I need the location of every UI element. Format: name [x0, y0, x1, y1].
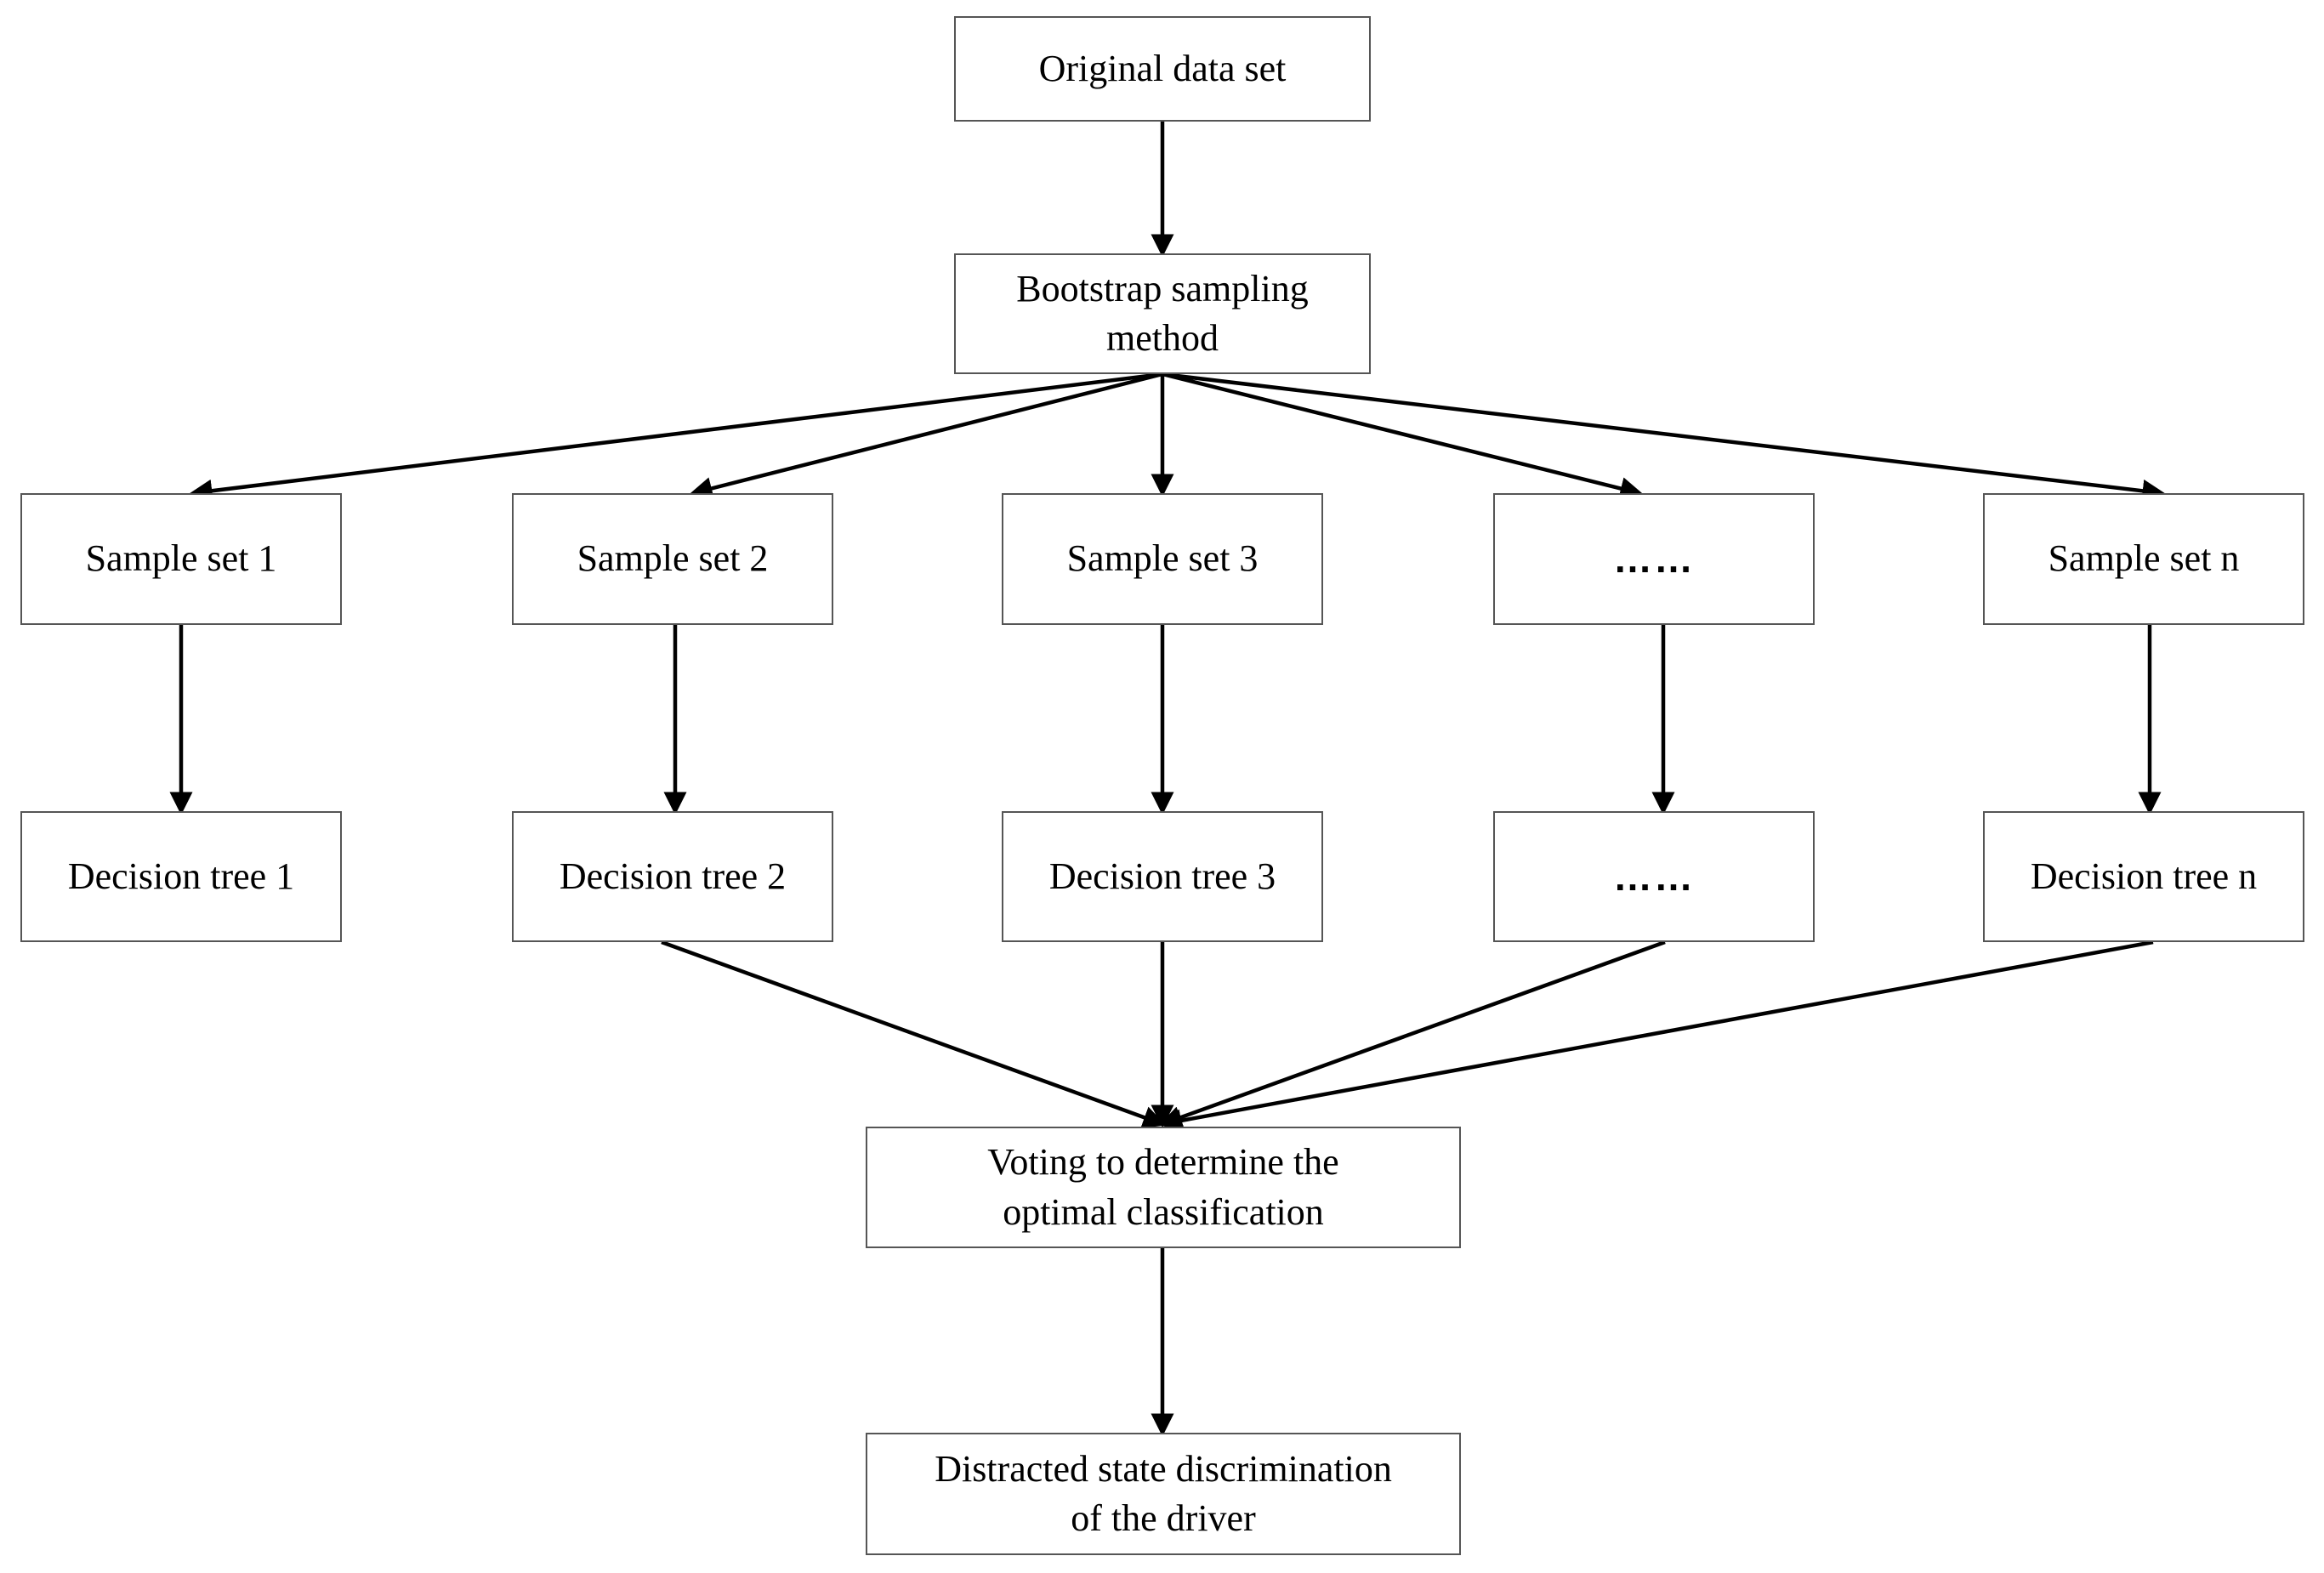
node-sample-set-3-text: Sample set 3	[1066, 537, 1259, 580]
node-bootstrap-sampling-text: Bootstrap sampling method	[1016, 264, 1308, 363]
node-decision-tree-1: Decision tree 1	[20, 811, 342, 942]
node-result-line-2: of the driver	[1071, 1497, 1256, 1539]
edge-bootstrap-to-sample-4	[1162, 372, 1644, 500]
edge-bootstrap-to-sample-1	[189, 372, 1163, 503]
node-decision-tree-n-text: Decision tree n	[2030, 855, 2258, 897]
node-decision-tree-n: Decision tree n	[1983, 811, 2304, 942]
node-bootstrap-line-1: Bootstrap sampling	[1016, 267, 1309, 309]
node-sample-set-ellipsis: ……	[1493, 493, 1815, 625]
node-decision-tree-1-text: Decision tree 1	[67, 855, 295, 897]
node-distracted-state-text: Distracted state discrimination of the d…	[935, 1445, 1392, 1543]
node-decision-tree-2: Decision tree 2	[512, 811, 833, 942]
node-sample-set-n: Sample set n	[1983, 493, 2304, 625]
edge-tree-4-to-voting	[1158, 940, 1666, 1129]
node-voting-line-1: Voting to determine the	[987, 1141, 1339, 1184]
node-voting: Voting to determine the optimal classifi…	[866, 1127, 1461, 1248]
node-decision-tree-ellipsis: ……	[1493, 811, 1815, 942]
node-decision-tree-3-text: Decision tree 3	[1048, 855, 1276, 897]
node-sample-set-2: Sample set 2	[512, 493, 833, 625]
node-original-data-set-text: Original data set	[1038, 47, 1287, 89]
node-decision-tree-ellipsis-text: ……	[1613, 854, 1695, 899]
node-sample-set-1-text: Sample set 1	[85, 537, 277, 580]
node-result-line-1: Distracted state discrimination	[935, 1447, 1392, 1490]
edge-tree-n-to-voting	[1158, 940, 2154, 1133]
edge-bootstrap-to-sample-n	[1162, 372, 2166, 503]
node-sample-set-1: Sample set 1	[20, 493, 342, 625]
node-bootstrap-line-2: method	[1106, 317, 1219, 359]
node-original-data-set: Original data set	[954, 16, 1371, 122]
node-sample-set-ellipsis-text: ……	[1613, 537, 1695, 582]
node-distracted-state: Distracted state discrimination of the d…	[866, 1433, 1461, 1555]
node-sample-set-2-text: Sample set 2	[577, 537, 769, 580]
edge-bootstrap-to-sample-2	[689, 372, 1163, 500]
node-voting-text: Voting to determine the optimal classifi…	[987, 1138, 1338, 1236]
node-sample-set-3: Sample set 3	[1002, 493, 1323, 625]
node-voting-line-2: optimal classification	[1003, 1190, 1324, 1233]
node-bootstrap-sampling: Bootstrap sampling method	[954, 253, 1371, 374]
node-decision-tree-2-text: Decision tree 2	[559, 855, 787, 897]
node-decision-tree-3: Decision tree 3	[1002, 811, 1323, 942]
node-sample-set-n-text: Sample set n	[2048, 537, 2240, 580]
edge-tree-2-to-voting	[661, 940, 1167, 1129]
